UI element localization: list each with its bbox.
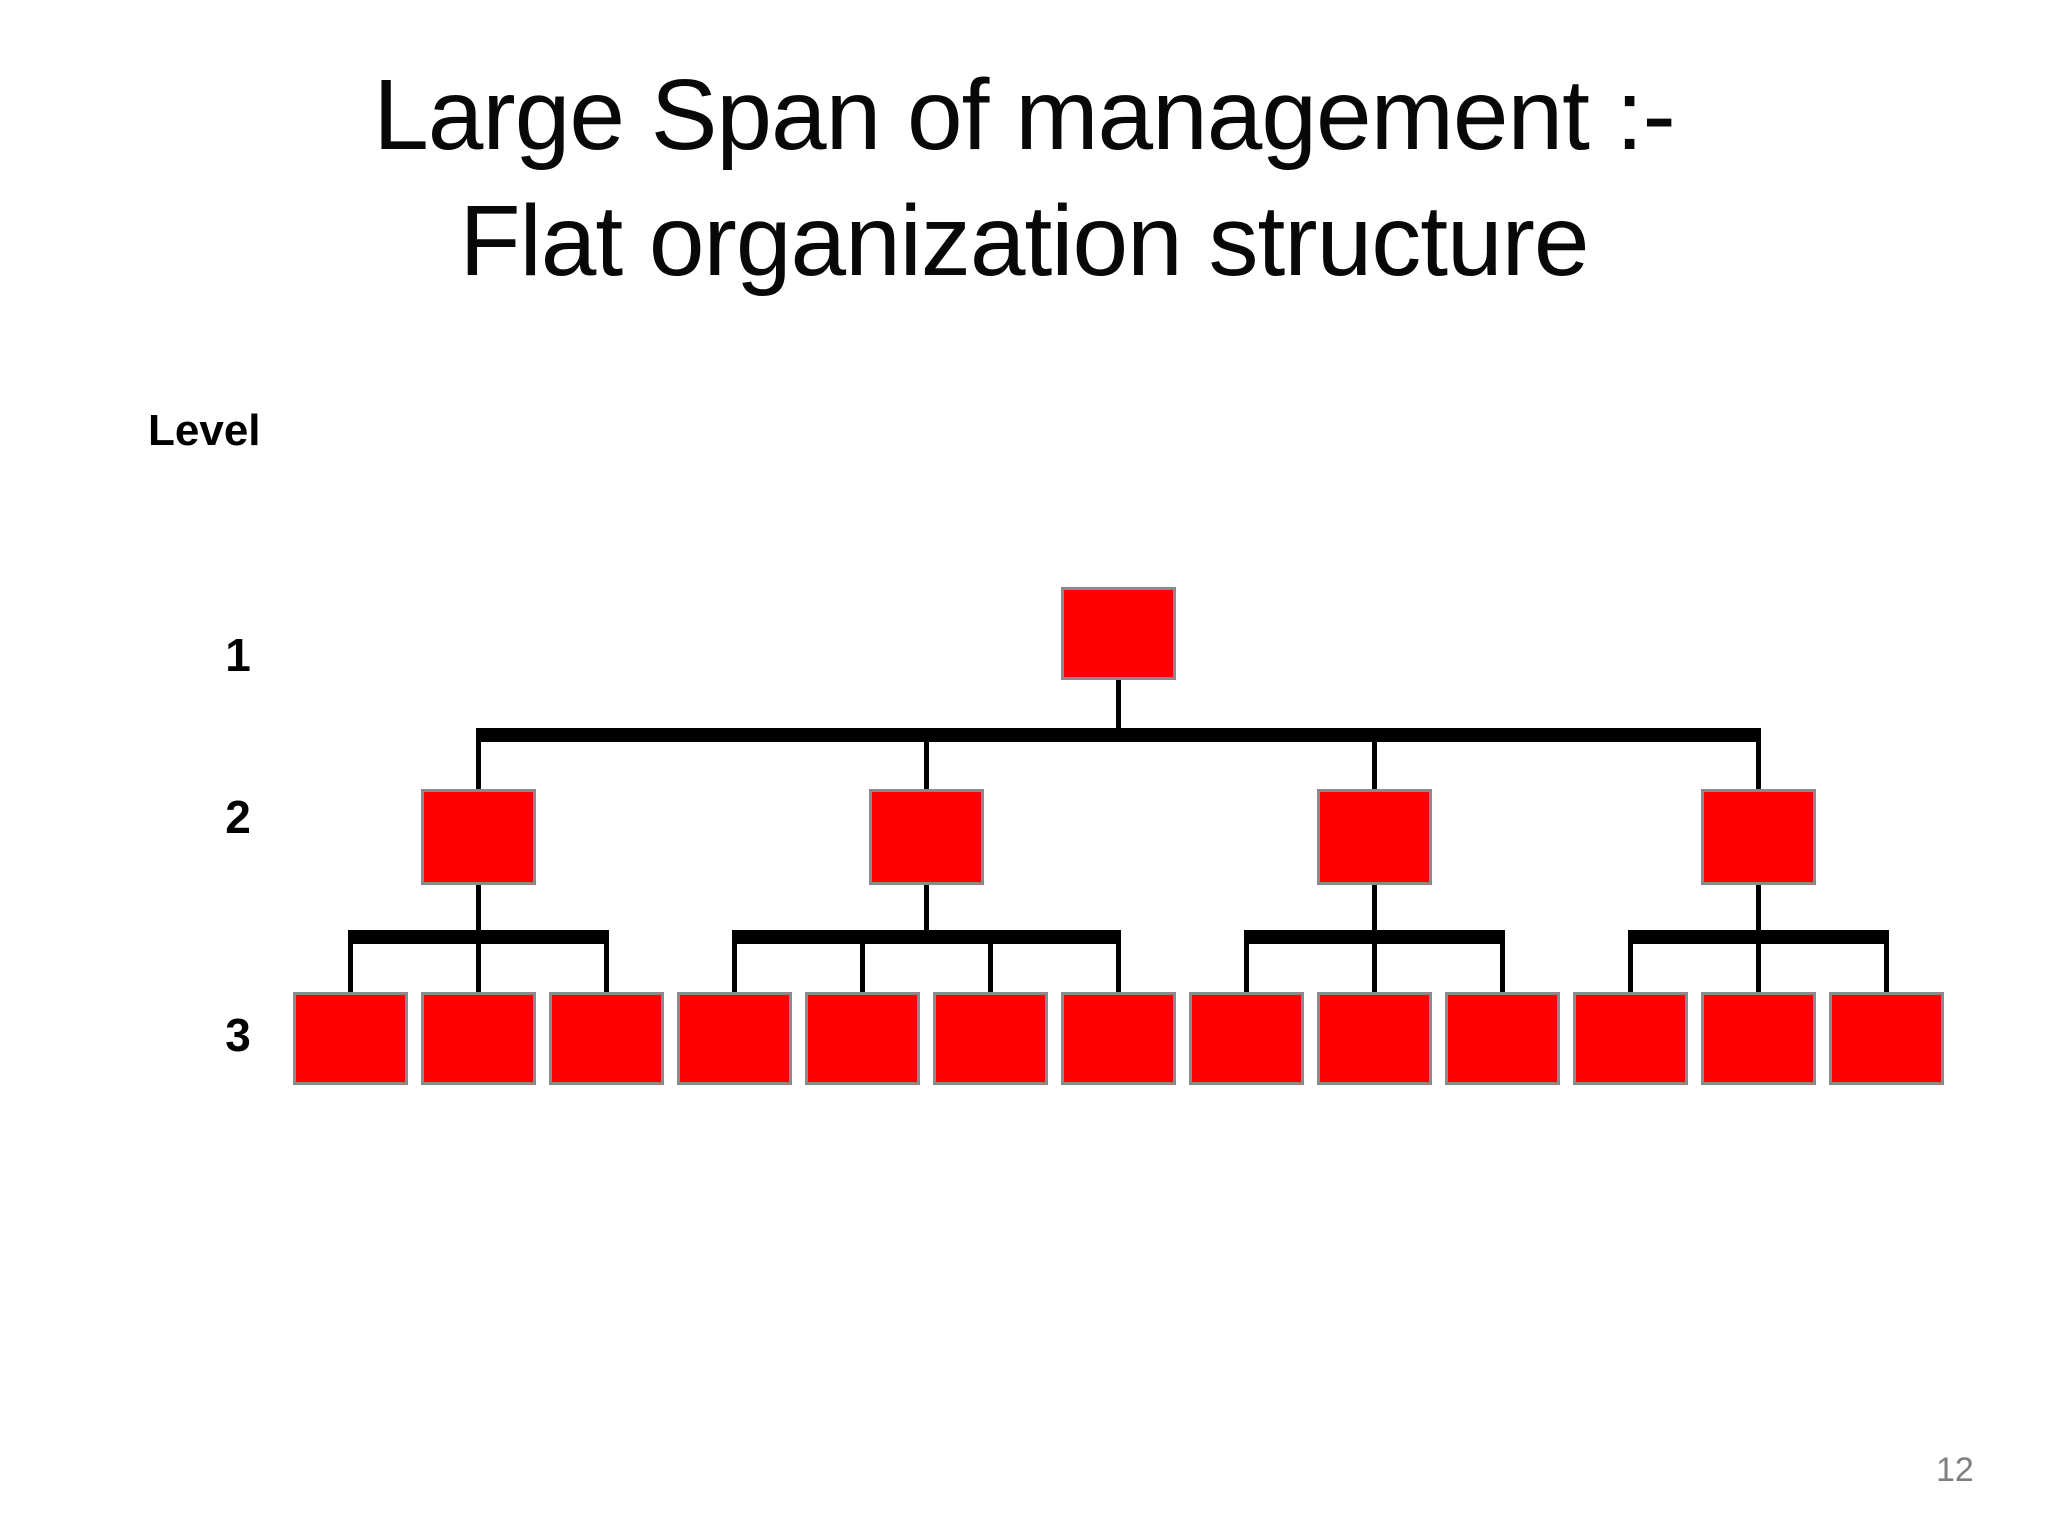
level-number-1: 1 — [225, 629, 251, 681]
org-node-level3-4 — [676, 992, 792, 1085]
org-node-level3-1 — [292, 992, 408, 1085]
connector-level1-stem — [1115, 679, 1121, 728]
connector-level3-drop-4-3 — [1883, 943, 1889, 992]
page-number: 12 — [1936, 1451, 1974, 1489]
org-node-level3-6 — [932, 992, 1048, 1085]
level-number-3: 3 — [225, 1009, 251, 1061]
connector-level3-drop-1-2 — [475, 943, 481, 992]
connector-level2-drop-1 — [475, 741, 481, 789]
connector-level3-drop-2-1 — [731, 943, 737, 992]
connector-level3-drop-3-2 — [1371, 943, 1377, 992]
connector-group-bar-2 — [731, 930, 1121, 944]
connector-level1-bar — [475, 728, 1761, 742]
connector-level2-drop-3 — [1371, 741, 1377, 789]
org-node-level3-3 — [548, 992, 664, 1085]
org-node-level3-2 — [420, 992, 536, 1085]
level-axis-label: Level — [148, 406, 261, 455]
slide-title: Large Span of management :- Flat organiz… — [0, 52, 2048, 304]
org-node-level3-9 — [1316, 992, 1432, 1085]
connector-level2-drop-4 — [1755, 741, 1761, 789]
org-node-level1 — [1060, 587, 1176, 680]
connector-level3-drop-2-2 — [859, 943, 865, 992]
connector-group-bar-4 — [1627, 930, 1889, 944]
connector-level2-drop-2 — [923, 741, 929, 789]
connector-level3-drop-2-4 — [1115, 943, 1121, 992]
org-node-level3-10 — [1444, 992, 1560, 1085]
org-node-level3-7 — [1060, 992, 1176, 1085]
org-node-level2-1 — [420, 789, 536, 885]
org-node-level2-3 — [1316, 789, 1432, 885]
connector-level3-drop-3-1 — [1243, 943, 1249, 992]
org-node-level3-5 — [804, 992, 920, 1085]
connector-level3-drop-1-3 — [603, 943, 609, 992]
connector-level2-stem-2 — [923, 884, 929, 930]
connector-level3-drop-3-3 — [1499, 943, 1505, 992]
connector-level3-drop-2-3 — [987, 943, 993, 992]
org-node-level3-8 — [1188, 992, 1304, 1085]
org-node-level3-12 — [1700, 992, 1816, 1085]
connector-level2-stem-4 — [1755, 884, 1761, 930]
org-node-level3-11 — [1572, 992, 1688, 1085]
org-node-level2-4 — [1700, 789, 1816, 885]
connector-group-bar-1 — [347, 930, 609, 944]
level-number-2: 2 — [225, 791, 251, 843]
connector-level2-stem-1 — [475, 884, 481, 930]
connector-level3-drop-1-1 — [347, 943, 353, 992]
connector-group-bar-3 — [1243, 930, 1505, 944]
org-node-level2-2 — [868, 789, 984, 885]
connector-level3-drop-4-1 — [1627, 943, 1633, 992]
slide-title-line1: Large Span of management :- — [373, 59, 1676, 171]
org-node-level3-13 — [1828, 992, 1944, 1085]
slide-title-line2: Flat organization structure — [459, 185, 1589, 297]
connector-level3-drop-4-2 — [1755, 943, 1761, 992]
connector-level2-stem-3 — [1371, 884, 1377, 930]
